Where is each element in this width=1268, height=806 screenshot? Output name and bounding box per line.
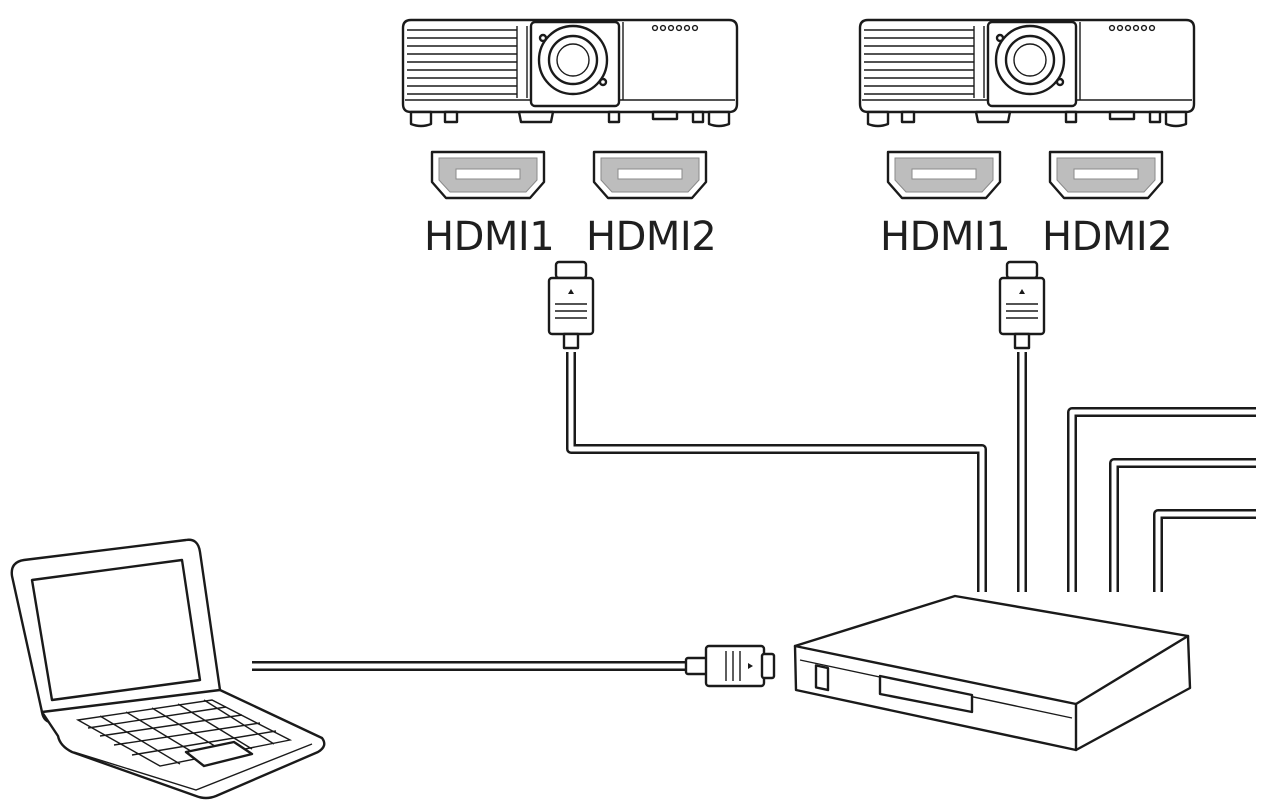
hdmi-cable <box>1067 407 1256 592</box>
laptop-icon <box>10 538 326 800</box>
hdmi-plug-icon <box>684 644 776 688</box>
hdmi-cable <box>566 352 987 592</box>
hdmi-port-icon <box>592 150 708 200</box>
projector-1-hdmi2-label: HDMI2 <box>586 214 716 260</box>
projector-2-hdmi2-label: HDMI2 <box>1042 214 1172 260</box>
hdmi-port-icon <box>1048 150 1164 200</box>
projector-2-hdmi1-label: HDMI1 <box>880 214 1010 260</box>
hdmi-cable <box>1109 458 1256 592</box>
projector-2-icon <box>858 18 1196 128</box>
hdmi-plug-icon <box>998 260 1046 350</box>
hdmi-splitter-icon <box>793 594 1192 752</box>
hdmi-cable <box>1153 509 1256 592</box>
projector-1-icon <box>401 18 739 128</box>
hdmi-port-icon <box>430 150 546 200</box>
projector-1-hdmi1-label: HDMI1 <box>424 214 554 260</box>
hdmi-port-icon <box>886 150 1002 200</box>
hdmi-plug-icon <box>547 260 595 350</box>
